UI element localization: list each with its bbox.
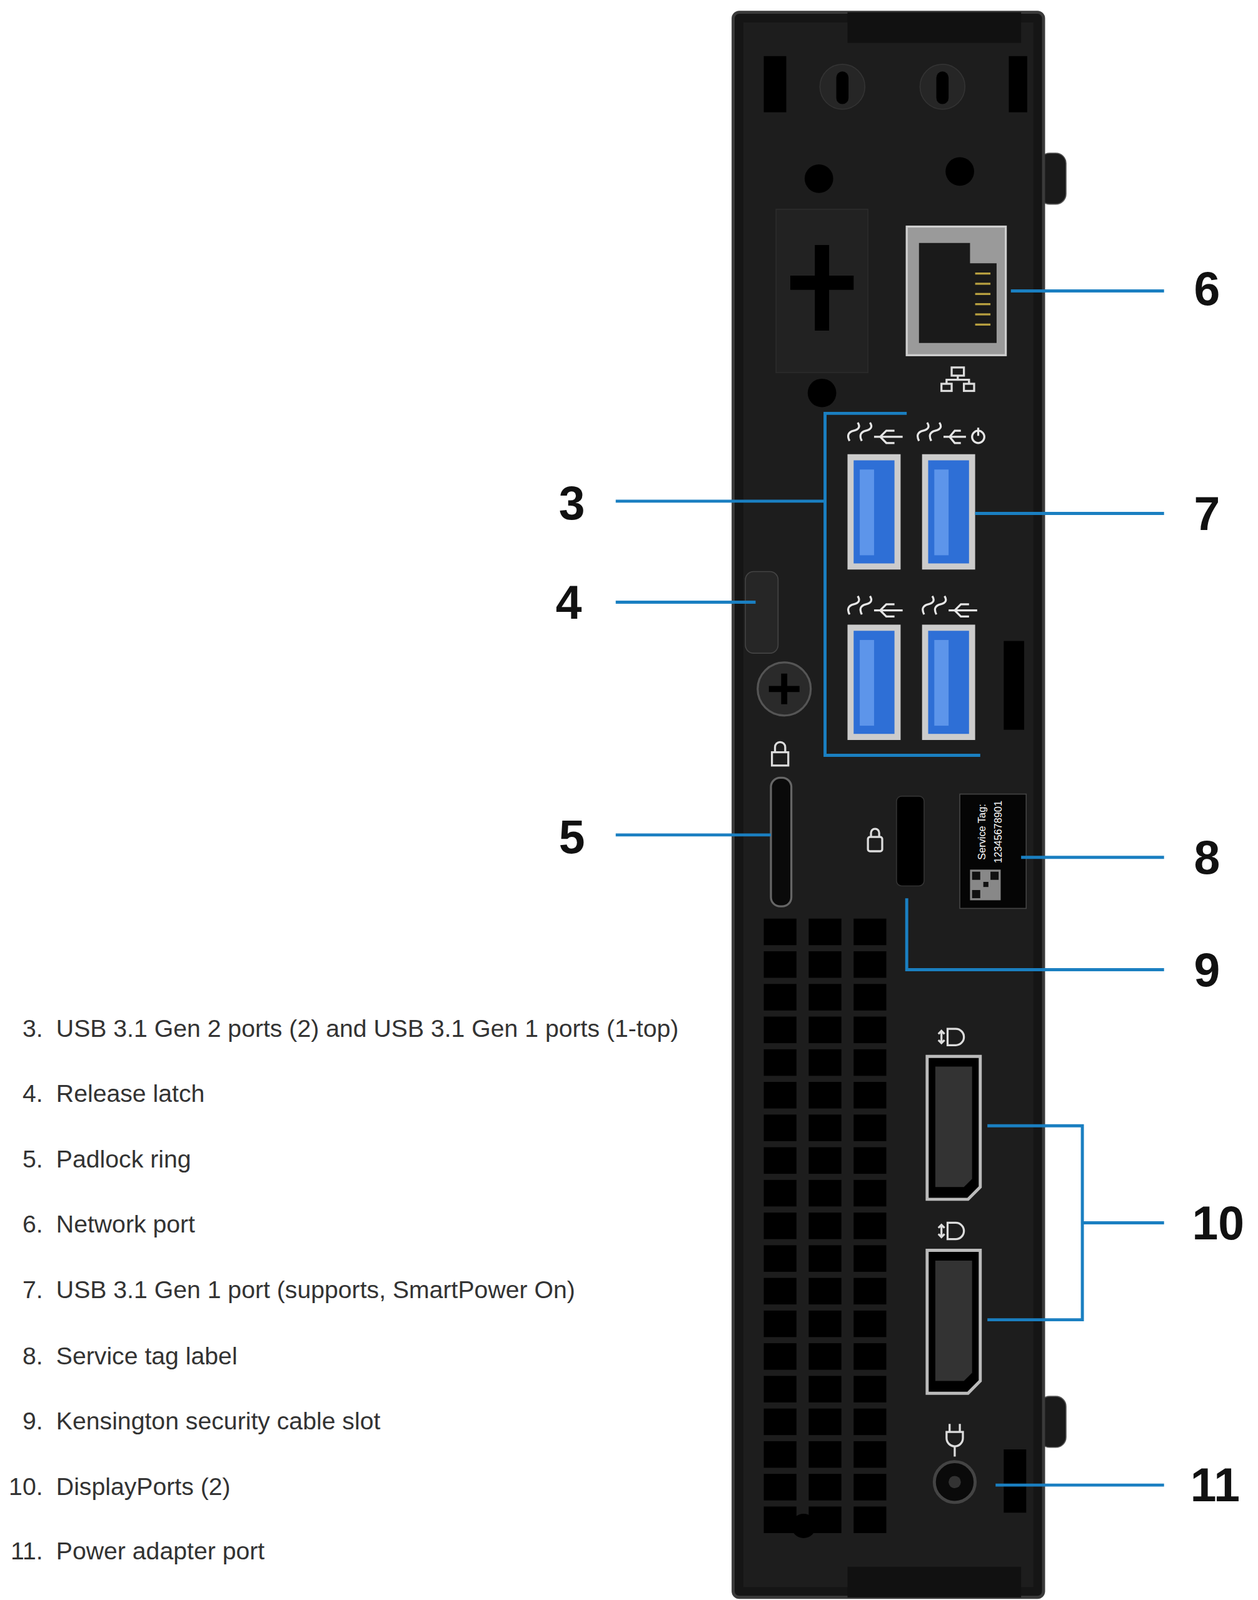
network-icon xyxy=(941,367,975,392)
item-number: 7. xyxy=(22,1276,44,1306)
callout-number: 5 xyxy=(558,814,586,861)
item-number: 6. xyxy=(22,1210,44,1240)
vent-grid xyxy=(764,919,887,1534)
network-port xyxy=(906,226,1006,356)
item-number: 10. xyxy=(8,1473,44,1503)
top-lip xyxy=(847,12,1022,44)
qr-code xyxy=(969,869,1001,901)
item-number: 9. xyxy=(22,1407,44,1437)
usb-logos xyxy=(848,422,985,617)
item-number: 11. xyxy=(10,1537,44,1567)
callout-number: 10 xyxy=(1192,1199,1245,1247)
usb-ports xyxy=(847,454,975,741)
release-latch xyxy=(745,572,778,655)
bottom-lip xyxy=(847,1567,1022,1599)
callout-number: 6 xyxy=(1193,265,1220,313)
thumbscrew xyxy=(757,662,811,716)
chassis xyxy=(733,12,1044,1599)
callout-number: 8 xyxy=(1193,834,1220,881)
item-description: Kensington security cable slot xyxy=(56,1407,381,1437)
rear-panel xyxy=(743,22,1034,1589)
item-description: DisplayPorts (2) xyxy=(56,1473,231,1503)
item-description: USB 3.1 Gen 2 ports (2) and USB 3.1 Gen … xyxy=(56,1014,680,1045)
item-description: Power adapter port xyxy=(56,1537,265,1567)
power-icon xyxy=(946,1424,963,1457)
item-description: Network port xyxy=(56,1210,196,1240)
displayports xyxy=(927,1056,981,1394)
callout-number: 4 xyxy=(555,578,583,626)
item-description: Padlock ring xyxy=(56,1145,192,1175)
item-number: 5. xyxy=(22,1145,44,1175)
padlock-ring xyxy=(770,777,792,907)
mount-hole xyxy=(791,1514,816,1539)
mount-hole xyxy=(804,164,834,194)
power-jack xyxy=(934,1462,975,1504)
service-tag-text: Service Tag: xyxy=(977,804,988,861)
dp-icons xyxy=(938,1029,965,1240)
vent-slot xyxy=(1003,641,1025,731)
callout-number: 11 xyxy=(1190,1462,1240,1510)
keyhole xyxy=(836,71,850,104)
callout-number: 9 xyxy=(1193,946,1220,994)
service-tag-label xyxy=(959,794,1027,910)
mount-hole xyxy=(807,378,837,408)
item-number: 8. xyxy=(22,1342,44,1372)
callout-number: 7 xyxy=(1193,490,1220,538)
knockout-panel xyxy=(775,209,868,373)
kensington-slot xyxy=(896,796,925,887)
mount-hole xyxy=(945,156,975,186)
vent-slot xyxy=(1009,56,1028,113)
lock-icon xyxy=(772,742,789,766)
item-number: 4. xyxy=(22,1079,44,1110)
item-description: USB 3.1 Gen 1 port (supports, SmartPower… xyxy=(56,1276,576,1306)
keyhole xyxy=(936,71,950,104)
vent-slot xyxy=(1003,1449,1027,1514)
callout-number: 3 xyxy=(558,480,586,528)
vent-slot xyxy=(764,56,787,113)
leader-lines xyxy=(615,290,1165,1486)
item-description: Release latch xyxy=(56,1079,205,1110)
item-description: Service tag label xyxy=(56,1342,238,1372)
plus-knockout xyxy=(790,245,854,331)
service-tag-text: 12345678901 xyxy=(993,800,1004,864)
item-number: 3. xyxy=(22,1014,44,1045)
